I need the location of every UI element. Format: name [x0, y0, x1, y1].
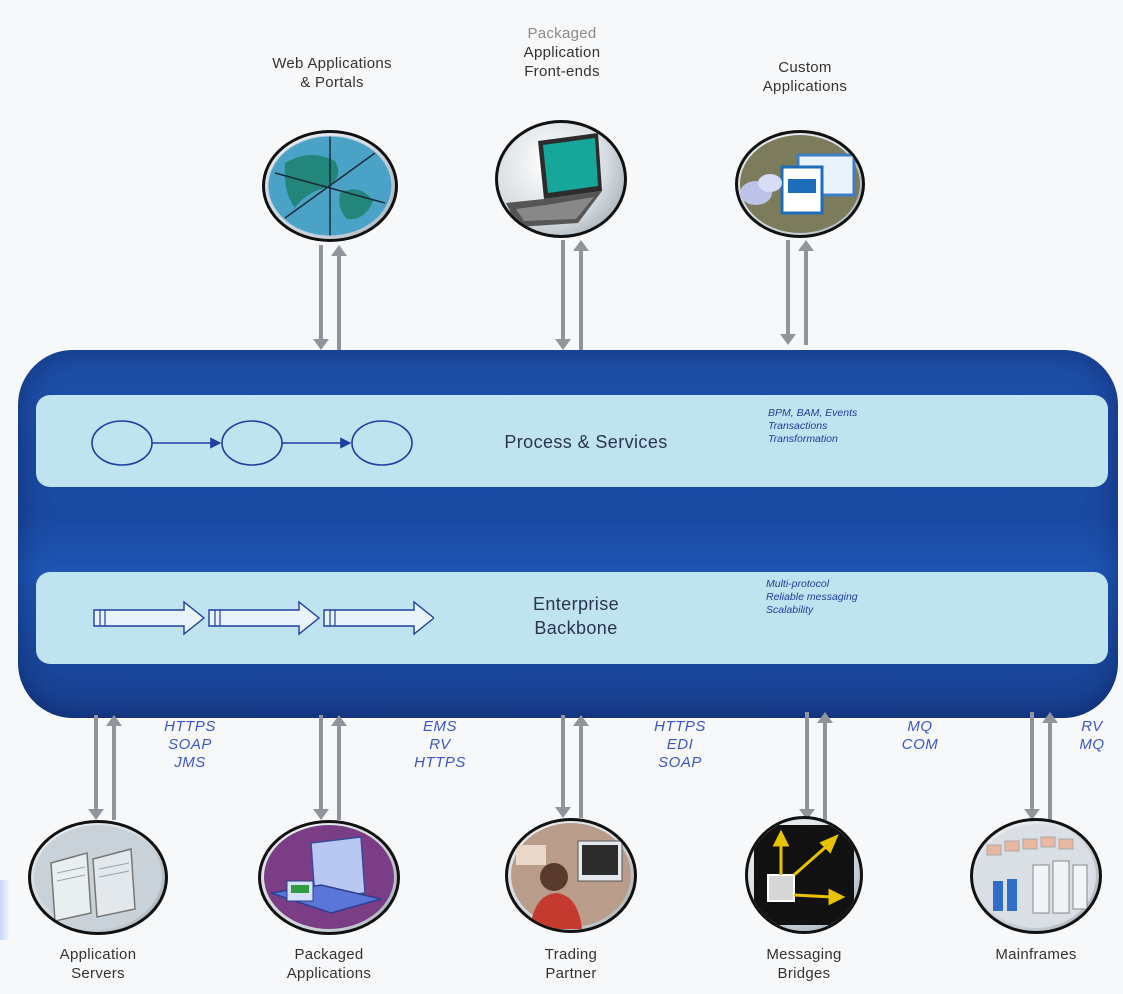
arrows-packaged-apps	[313, 715, 347, 820]
enterprise-backbone-layer: Enterprise Backbone Multi-protocol Relia…	[36, 572, 1108, 664]
arrows-app-servers	[88, 715, 122, 820]
arrows-custom-apps	[780, 240, 814, 345]
process-services-title: Process & Services	[504, 432, 668, 452]
mainframe-icon	[970, 818, 1102, 934]
messaging-bridge-icon	[745, 816, 863, 934]
arrows-trading-partner	[555, 715, 589, 818]
arrows-packaged-front-ends	[555, 240, 589, 350]
laptop-icon	[495, 120, 627, 238]
message-flow-icon	[93, 600, 434, 636]
globe-icon	[262, 130, 398, 242]
packaged-apps-icon	[258, 820, 400, 935]
trading-partner-icon	[505, 818, 637, 933]
process-services-layer: Process & Services BPM, BAM, Events Tran…	[36, 395, 1108, 487]
label-mainframes: Mainframes	[995, 946, 1077, 963]
process-flow-icon	[91, 420, 413, 466]
integration-backbone: Process & Services BPM, BAM, Events Tran…	[18, 350, 1118, 718]
enterprise-backbone-title: Enterprise Backbone	[532, 594, 620, 638]
decorative-glow	[0, 880, 10, 940]
windows-icon	[735, 130, 865, 238]
label-web-applications: Web Applications& Portals	[272, 55, 392, 91]
process-services-notes: BPM, BAM, Events Transactions Transforma…	[768, 407, 858, 445]
enterprise-backbone-notes: Multi-protocol Reliable messaging Scalab…	[766, 578, 858, 616]
arrows-mainframes	[1024, 712, 1058, 820]
server-icon	[28, 820, 168, 935]
arrows-web-apps	[313, 245, 347, 350]
arrows-messaging-bridges	[799, 712, 833, 820]
